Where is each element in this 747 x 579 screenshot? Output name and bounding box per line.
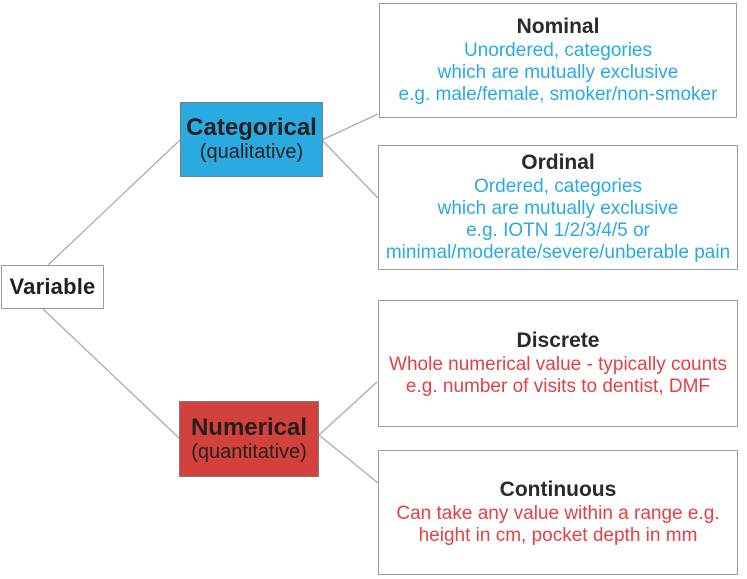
node-categorical-label: Categorical [186, 114, 317, 141]
node-ordinal-title: Ordinal [521, 151, 595, 174]
connector-categorical-nominal [321, 113, 379, 141]
node-ordinal-description: Ordered, categories which are mutually e… [386, 176, 730, 264]
description-line: minimal/moderate/severe/unberable pain [385, 242, 731, 263]
description-line: which are mutually exclusive [437, 198, 679, 219]
connector-variable-numerical [42, 308, 180, 439]
description-line: which are mutually exclusive [437, 62, 679, 83]
node-discrete: Discrete Whole numerical value - typical… [378, 300, 738, 427]
description-line: e.g. IOTN 1/2/3/4/5 or [466, 220, 650, 241]
description-line: Ordered, categories [474, 176, 642, 197]
node-numerical-label: Numerical [190, 413, 308, 441]
connector-numerical-discrete [318, 381, 378, 436]
node-categorical: Categorical (qualitative) [180, 102, 323, 177]
node-variable: Variable [1, 265, 104, 309]
node-numerical-sublabel: (quantitative) [191, 440, 307, 463]
node-variable-label: Variable [9, 274, 96, 299]
connector-variable-categorical [47, 139, 181, 266]
node-nominal-title: Nominal [516, 15, 600, 38]
node-nominal: Nominal Unordered, categories which are … [379, 3, 737, 118]
node-discrete-description: Whole numerical value - typically counts… [389, 354, 727, 398]
description-line: height in cm, pocket depth in mm [418, 525, 698, 546]
connector-numerical-continuous [318, 434, 379, 484]
node-continuous-title: Continuous [499, 478, 617, 501]
description-line: e.g. number of visits to dentist, DMF [405, 376, 711, 397]
node-continuous: Continuous Can take any value within a r… [378, 450, 738, 575]
node-nominal-description: Unordered, categories which are mutually… [399, 40, 718, 106]
connector-categorical-ordinal [321, 139, 379, 199]
node-categorical-sublabel: (qualitative) [199, 141, 304, 163]
node-continuous-description: Can take any value within a range e.g. h… [396, 503, 719, 547]
node-ordinal: Ordinal Ordered, categories which are mu… [378, 145, 738, 270]
description-line: Unordered, categories [464, 40, 652, 61]
node-discrete-title: Discrete [516, 329, 600, 352]
node-numerical: Numerical (quantitative) [179, 401, 319, 477]
description-line: Can take any value within a range e.g. [396, 503, 720, 524]
description-line: e.g. male/female, smoker/non-smoker [398, 84, 718, 105]
description-line: Whole numerical value - typically counts [389, 354, 727, 375]
